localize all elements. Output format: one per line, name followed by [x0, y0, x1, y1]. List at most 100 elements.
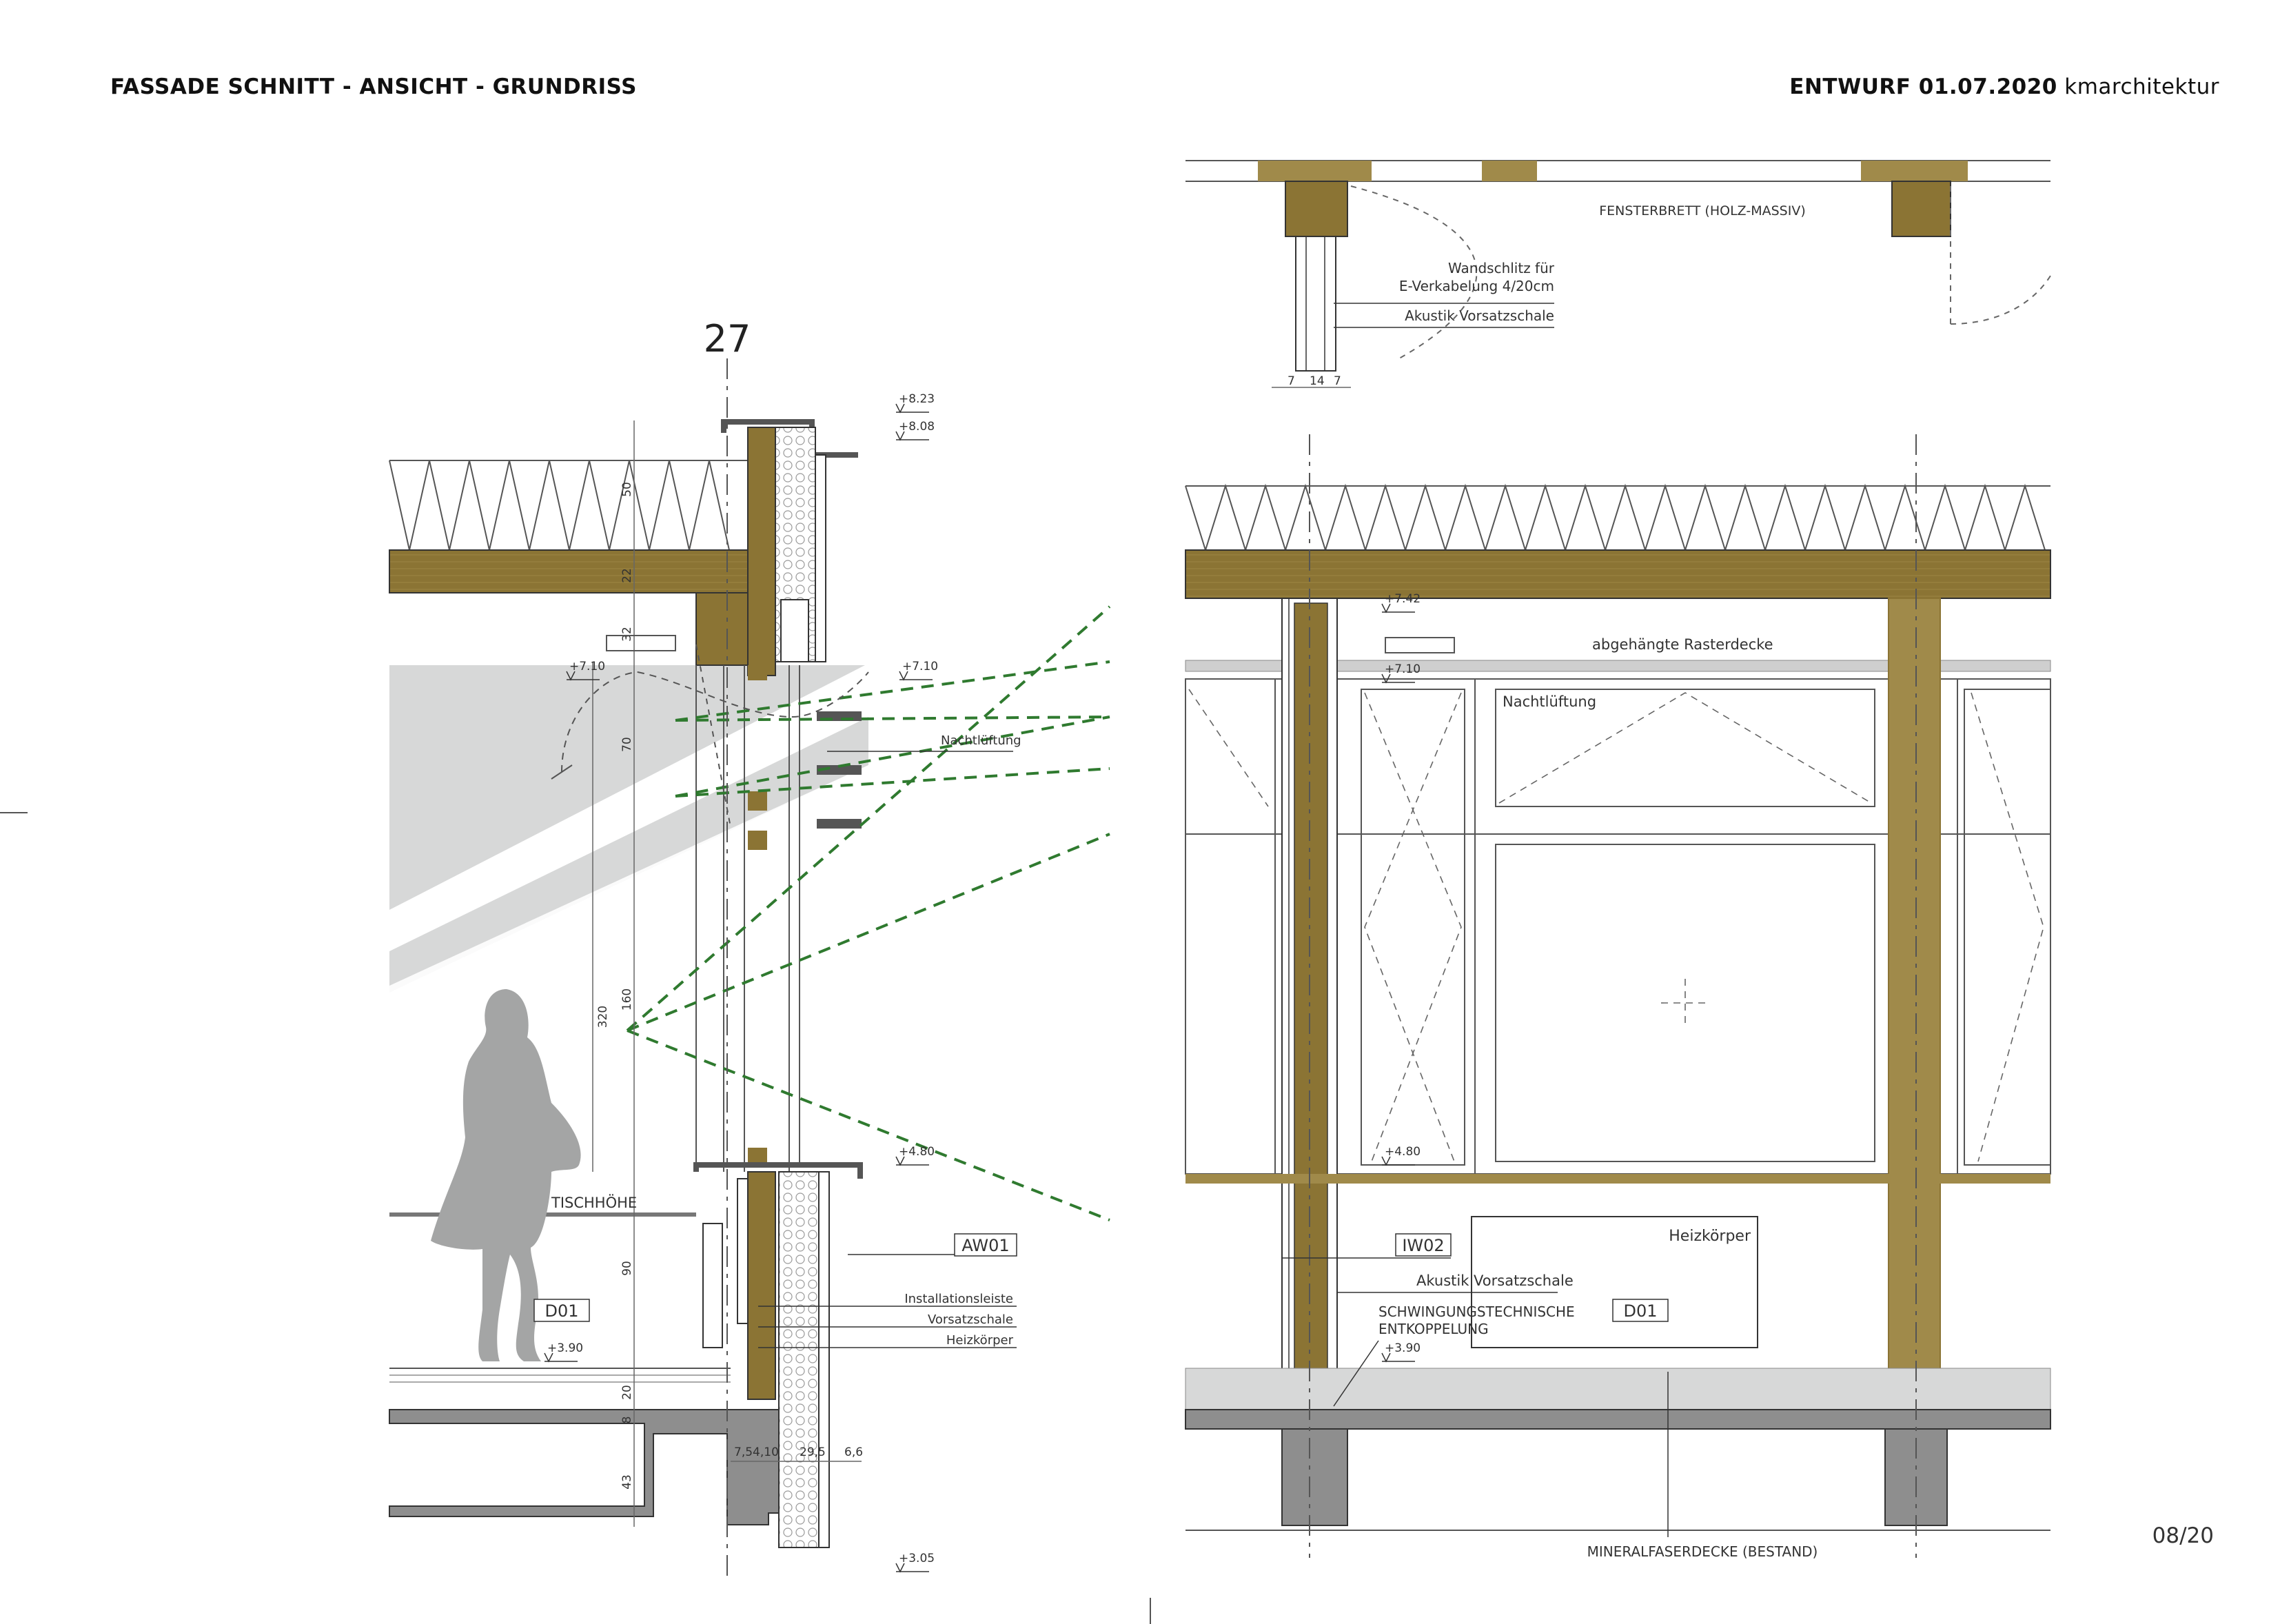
label-installationsleiste: Installationsleiste	[904, 1292, 1013, 1306]
tag-iw02-box	[1395, 1233, 1452, 1257]
label-akustik-plan: Akustik Vorsatzschale	[1405, 307, 1554, 324]
cladding-upper	[815, 454, 826, 662]
tag-d01-elevation: D01	[1623, 1301, 1657, 1321]
parapet-cap	[721, 419, 858, 458]
label-schwingung-1: SCHWINGUNGSTECHNISCHE	[1378, 1303, 1575, 1320]
elevation-floor-slab	[1185, 1409, 2051, 1430]
timber-wall-lower	[747, 1171, 776, 1400]
level-marker-section-4: +4.80	[895, 1145, 935, 1166]
label-nachtlueftung-section: Nachtlüftung	[941, 733, 1021, 748]
level-marker-section-0-text: +8.23	[899, 392, 935, 406]
level-marker-section-5-text: +3.90	[547, 1341, 583, 1355]
level-marker-section-6-text: +3.05	[899, 1552, 935, 1565]
installation-strip	[737, 1178, 749, 1324]
frame-block-2	[748, 791, 767, 811]
level-marker-elevation-2-text: +4.80	[1385, 1145, 1421, 1159]
label-nachtlueftung-elevation: Nachtlüftung	[1503, 693, 1596, 710]
vertical-dimension-5: 320	[596, 1006, 610, 1028]
page-number: 08/20	[2152, 1523, 2214, 1548]
louvre-3	[817, 819, 862, 829]
window-frame-section	[695, 665, 800, 1172]
label-wandschlitz-2: E-Verkabelung 4/20cm	[1399, 278, 1554, 294]
frame-block-1	[748, 665, 767, 680]
level-marker-section-4-text: +4.80	[899, 1145, 935, 1159]
level-markers-section: +8.23 +8.08 +7.10 +7.10 +4.80 +3.90 +3.05	[544, 392, 938, 1573]
label-heizkoerper-elevation: Heizkörper	[1669, 1228, 1751, 1245]
vertical-dimension-4: 160	[620, 988, 634, 1011]
plan-dim-1: 7	[1287, 374, 1295, 388]
level-marker-section-1-text: +8.08	[899, 420, 935, 434]
plan-detail: FENSTERBRETT (HOLZ-MASSIV) Wandschlitz f…	[1185, 160, 2051, 388]
level-marker-section-2-text: +7.10	[569, 660, 605, 673]
door-swing-plan-2	[1950, 275, 2051, 325]
shadow-area	[389, 665, 865, 910]
vertical-dimension-1: 22	[620, 568, 634, 583]
draft-info: ENTWURF 01.07.2020 kmarchitektur	[1789, 74, 2219, 99]
elevation-floor-screed	[1185, 1368, 2051, 1410]
plan-wall	[1295, 236, 1336, 372]
shadow-band-3	[389, 765, 868, 1013]
tag-d01-box-elevation	[1612, 1299, 1669, 1322]
plan-post-1	[1285, 181, 1348, 237]
label-tischhoehe: TISCHHÖHE	[551, 1194, 637, 1211]
level-marker-elevation-2: +4.80	[1381, 1145, 1421, 1166]
label-heizkoerper-section: Heizkörper	[946, 1333, 1014, 1348]
label-vorsatzschale: Vorsatzschale	[928, 1312, 1013, 1327]
window-opening-dashes	[1188, 689, 2044, 1162]
window-frames-elevation	[1185, 678, 2051, 1175]
plan-timber-3	[1861, 161, 1968, 181]
plan-post-2	[1891, 181, 1951, 237]
level-marker-section-3: +7.10	[899, 660, 938, 681]
plan-dim-3: 7	[1334, 374, 1341, 388]
elevation-sill-beam	[1185, 1174, 2050, 1184]
plan-timber-1	[1258, 161, 1372, 181]
timber-roof-slab	[389, 549, 749, 593]
label-schwingung-2: ENTKOPPELUNG	[1378, 1321, 1489, 1337]
leader-lines	[758, 1306, 1017, 1348]
elevation-timber-column	[1294, 602, 1328, 1410]
door-swing-plan-1	[1350, 185, 1478, 359]
level-marker-section-5: +3.90	[544, 1341, 583, 1363]
label-akustik-elevation: Akustik Vorsatzschale	[1416, 1272, 1574, 1289]
office-name: kmarchitektur	[2064, 74, 2219, 99]
vertical-dimension-2: 32	[620, 627, 634, 642]
level-marker-elevation-0-text: +7.42	[1385, 592, 1421, 606]
elevation-timber-post-right	[1888, 598, 1941, 1409]
margin-tick-bottom	[1150, 1598, 1151, 1624]
elevation-concrete-beam-1	[1281, 1428, 1348, 1526]
radiator-section	[702, 1223, 723, 1348]
level-marker-section-2: +7.10	[566, 660, 605, 681]
facade-elevation: Heizkörper abgehängte Rasterdecke Nachtl…	[1185, 434, 2051, 1560]
insulation-lower	[778, 1171, 820, 1548]
ceiling-light-symbol	[606, 635, 676, 651]
sill-cap	[693, 1162, 863, 1179]
vertical-dimension-7: 20	[620, 1385, 634, 1400]
ceiling-light-elevation	[1385, 637, 1455, 653]
level-marker-elevation-1-text: +7.10	[1385, 662, 1421, 676]
label-rasterdecke: abgehängte Rasterdecke	[1592, 636, 1773, 653]
tag-aw01-box	[954, 1233, 1017, 1257]
cladding-lower	[818, 1171, 830, 1548]
vertical-dimension-0: 50	[620, 482, 634, 497]
dimension-chain-left	[592, 420, 635, 1527]
label-mineralfaserdecke: MINERALFASERDECKE (BESTAND)	[1587, 1543, 1818, 1560]
bottom-dim-1: 7,54,10	[734, 1445, 779, 1459]
level-marker-section-1: +8.08	[895, 420, 935, 441]
timber-beam	[695, 592, 749, 666]
level-marker-elevation-3-text: +3.90	[1385, 1341, 1421, 1355]
plan-dim-2: 14	[1310, 374, 1325, 388]
tag-d01-box-section	[533, 1299, 590, 1322]
frame-block-3	[748, 831, 767, 850]
tag-iw02: IW02	[1402, 1236, 1444, 1255]
vertical-dimension-8: 8	[620, 1417, 634, 1424]
window-head-detail	[780, 599, 809, 662]
level-marker-section-0: +8.23	[895, 392, 935, 414]
axis-label-27: 27	[704, 317, 751, 361]
vertical-dimension-6: 90	[620, 1261, 634, 1276]
level-marker-elevation-3: +3.90	[1381, 1341, 1421, 1363]
page-title: FASSADE SCHNITT - ANSICHT - GRUNDRISS	[110, 74, 637, 99]
plan-timber-2	[1482, 161, 1537, 181]
label-wandschlitz-1: Wandschlitz für	[1448, 260, 1555, 276]
vertical-dimension-9: 43	[620, 1474, 634, 1490]
